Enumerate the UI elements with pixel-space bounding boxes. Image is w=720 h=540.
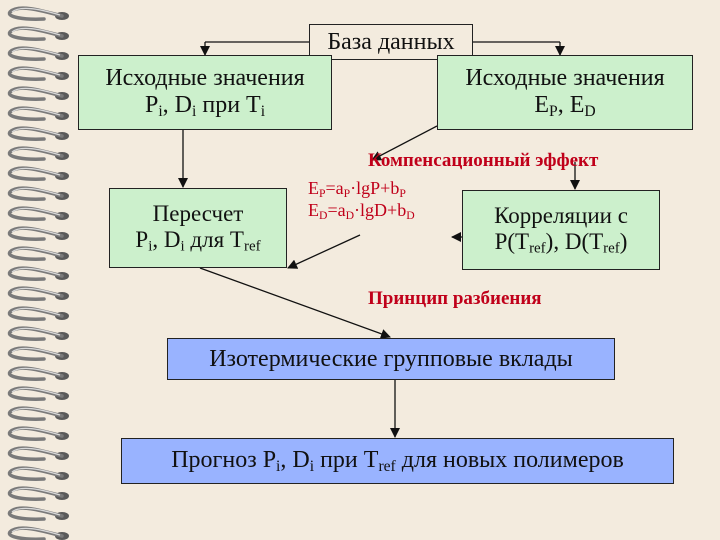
eq1-sub1: P [319, 186, 326, 200]
initial-pd-line2: Pi, Di при Ti [145, 92, 265, 120]
forecast-t: при T [314, 446, 379, 473]
eq2-sub3: D [406, 209, 415, 223]
eq1-e: E [308, 178, 319, 198]
eq1-sub2: P [343, 186, 351, 200]
recalculation-box: Пересчет Pi, Di для Tref [109, 188, 287, 268]
eq2-a: =a [327, 200, 346, 221]
equations-block: EP=aP·lgP+bP ED=aD·lgD+bD [308, 178, 415, 223]
spiral-ring [7, 506, 69, 521]
initial-pd-sub1: i [158, 102, 163, 120]
forecast-d: , D [280, 446, 310, 473]
spiral-ring [7, 46, 69, 61]
arrow-initial-e-to-equations [371, 125, 438, 161]
initial-e-line2: EP, ED [534, 92, 595, 120]
notebook-spiral-binding [7, 6, 69, 540]
correlation-sub-ref1: ref [529, 240, 546, 257]
initial-e-ep: E [534, 91, 550, 118]
recalc-line1: Пересчет [152, 200, 244, 226]
initial-pd-d: , D [162, 91, 192, 118]
eq2-sub1: D [319, 209, 328, 223]
initial-pd-sub2: i [192, 102, 197, 120]
recalc-p: P [135, 226, 149, 252]
partition-principle-label: Принцип разбиения [368, 288, 542, 309]
spiral-ring [7, 446, 69, 461]
spiral-ring [7, 286, 69, 301]
initial-pd-sub3: i [260, 102, 266, 120]
eq1-a: =a [325, 178, 344, 198]
initial-pd-line1: Исходные значения [105, 64, 305, 91]
spiral-ring [7, 306, 69, 321]
spiral-ring [7, 166, 69, 181]
eq2-sub2: D [345, 209, 355, 223]
correlation-line2: P(Tref), D(Tref) [495, 229, 628, 257]
spiral-ring [7, 226, 69, 241]
arrow-recalc-to-isothermal [199, 267, 391, 339]
forecast-sub-ref: ref [378, 457, 396, 475]
initial-e-sub-d: D [584, 102, 596, 120]
correlation-box: Корреляции с P(Tref), D(Tref) [462, 190, 660, 270]
initial-e-line1: Исходные значения [465, 64, 665, 91]
arrow-equations-to-recalc [287, 234, 361, 269]
recalc-sub-ref: ref [243, 238, 261, 255]
spiral-ring [7, 366, 69, 381]
spiral-ring [7, 486, 69, 501]
initial-values-pd-box: Исходные значения Pi, Di при Ti [78, 55, 332, 130]
forecast-sub2: i [309, 457, 315, 475]
spiral-ring [7, 386, 69, 401]
recalc-sub2: i [180, 238, 185, 255]
initial-values-e-box: Исходные значения EP, ED [437, 55, 693, 130]
recalc-line2: Pi, Di для Tref [135, 227, 260, 255]
correlation-sub-ref2: ref [603, 240, 620, 257]
spiral-ring [7, 146, 69, 161]
initial-e-sub-p: P [549, 102, 558, 120]
spiral-ring [7, 26, 69, 41]
eq1-sub3: P [399, 186, 406, 200]
spiral-ring [7, 266, 69, 281]
recalc-t: для T [184, 226, 244, 252]
initial-e-ed: , E [557, 91, 585, 118]
spiral-ring [7, 326, 69, 341]
equation-ep: EP=aP·lgP+bP [308, 178, 415, 200]
spiral-ring [7, 66, 69, 81]
correlation-close: ) [619, 228, 628, 254]
correlation-d: ), D(T [545, 228, 604, 254]
compensation-effect-label: Компенсационный эффект [368, 150, 599, 171]
eq1-lg: ·lgP+b [350, 178, 400, 198]
spiral-ring [7, 346, 69, 361]
spiral-ring [7, 186, 69, 201]
database-box: База данных [309, 24, 473, 60]
forecast-sub1: i [276, 457, 281, 475]
spiral-ring [7, 126, 69, 141]
spiral-ring [7, 246, 69, 261]
correlation-line1: Корреляции с [494, 202, 628, 228]
eq2-e: E [308, 200, 319, 221]
spiral-ring [7, 86, 69, 101]
initial-pd-p: P [144, 91, 159, 118]
spiral-ring [7, 406, 69, 421]
spiral-ring [7, 526, 69, 540]
spiral-ring [7, 106, 69, 121]
isothermal-label: Изотермические групповые вклады [209, 345, 573, 372]
recalc-d: , D [152, 226, 181, 252]
spiral-ring [7, 426, 69, 441]
spiral-ring [7, 206, 69, 221]
recalc-sub1: i [148, 238, 153, 255]
forecast-p: Прогноз P [171, 446, 277, 473]
database-label: База данных [327, 28, 455, 55]
forecast-tail: для новых полимеров [395, 446, 624, 473]
initial-pd-t: при T [196, 91, 261, 118]
isothermal-contributions-box: Изотермические групповые вклады [167, 338, 615, 380]
spiral-ring [7, 6, 69, 21]
correlation-p: P(T [494, 228, 530, 254]
forecast-box: Прогноз Pi, Di при Tref для новых полиме… [121, 438, 674, 484]
forecast-line: Прогноз Pi, Di при Tref для новых полиме… [171, 447, 624, 475]
eq2-lg: ·lgD+b [354, 200, 407, 221]
spiral-ring [7, 466, 69, 481]
equation-ed: ED=aD·lgD+bD [308, 200, 415, 222]
